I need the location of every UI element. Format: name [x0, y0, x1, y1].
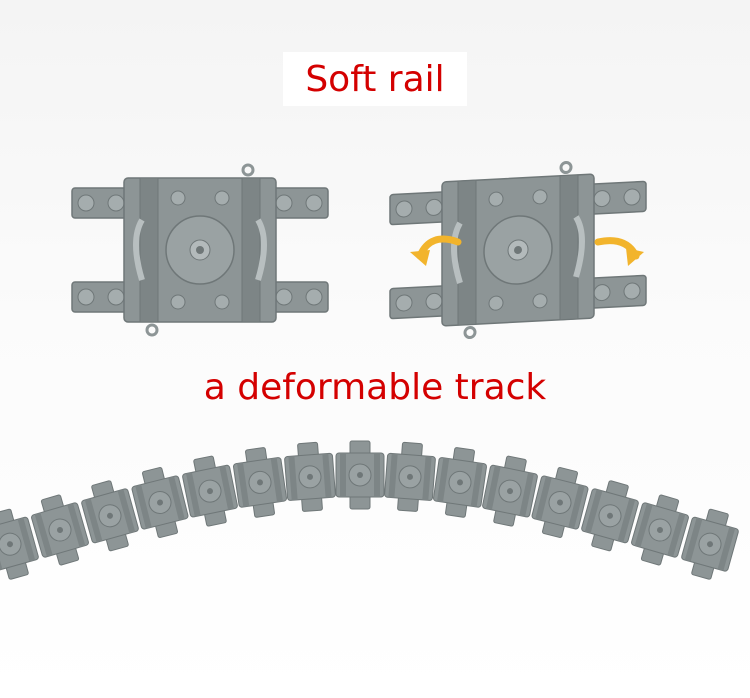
track-segment	[479, 452, 541, 530]
track-segment	[230, 444, 290, 520]
track-piece-flexed	[390, 158, 646, 341]
deformable-track	[0, 440, 743, 584]
curved-arrow-icon	[594, 237, 644, 266]
track-segment	[335, 440, 385, 510]
title-text: Soft rail	[305, 59, 445, 100]
subtitle-text: a deformable track	[203, 367, 547, 408]
curved-arrow-icon	[410, 235, 462, 266]
title-background	[283, 52, 467, 106]
track-segment	[430, 444, 490, 520]
track-piece-straight	[72, 165, 328, 335]
track-segment	[179, 452, 241, 530]
track-segment	[283, 440, 337, 514]
track-segment	[383, 440, 437, 514]
